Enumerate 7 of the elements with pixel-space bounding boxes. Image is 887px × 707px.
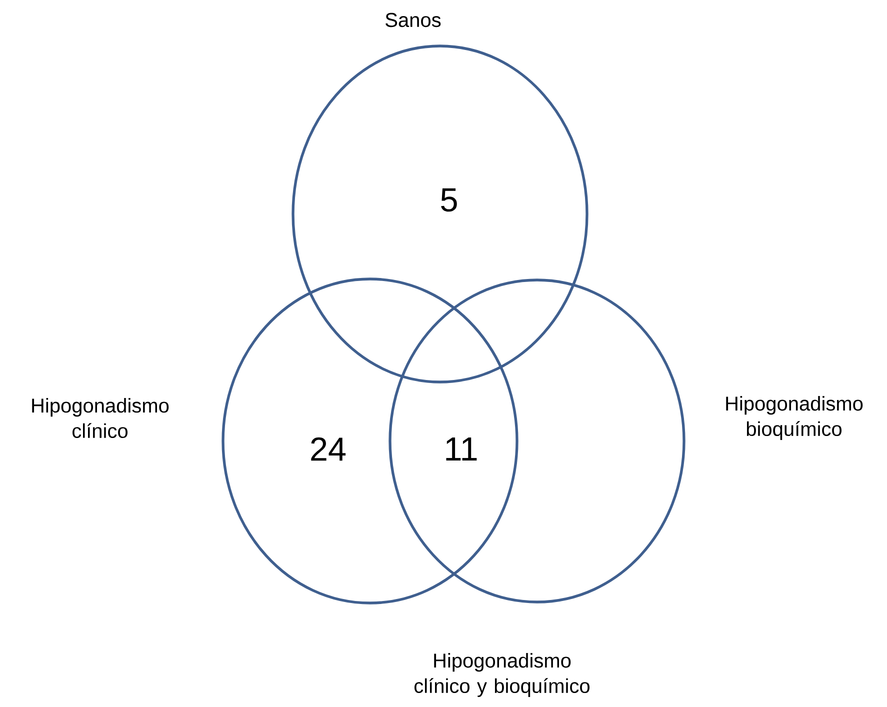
set-label: Hipogonadismo bioquímico	[726, 396, 863, 440]
count-label: 5	[441, 188, 457, 212]
count-label: 24	[311, 437, 346, 461]
set-label: Hipogonadismo clínico y bioquímico	[414, 653, 590, 697]
set-label: Hipogonadismo clínico	[32, 398, 169, 438]
set-label: Sanos	[386, 12, 441, 28]
count-label: 11	[446, 438, 477, 460]
